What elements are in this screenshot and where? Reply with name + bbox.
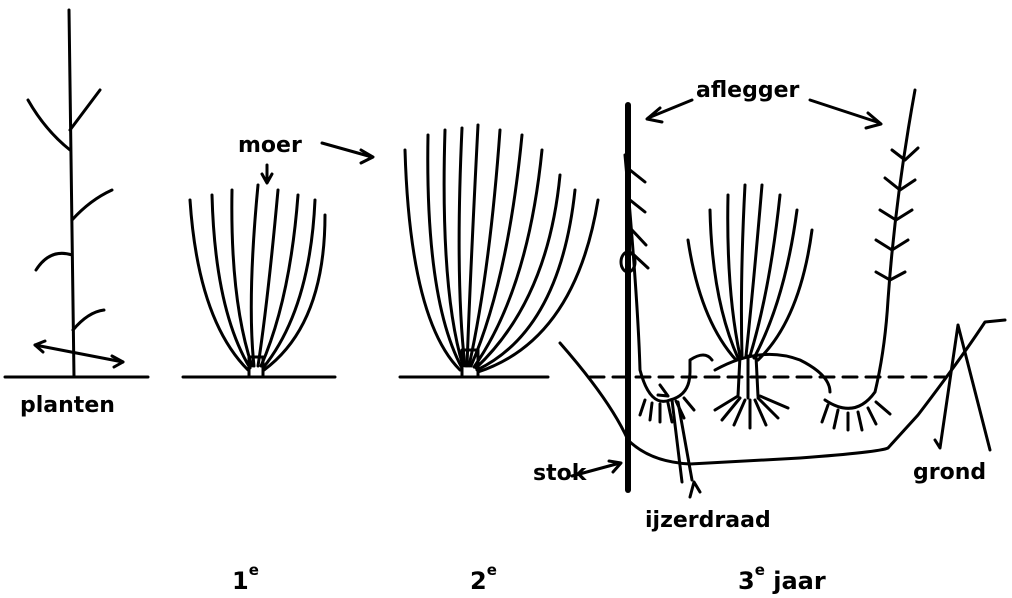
aflegger-arrow-right [810,100,881,128]
small-arrow [658,385,668,396]
grond-label: grond [913,462,986,484]
moer-label: moer [238,135,302,157]
moer-arrow-down [262,165,272,183]
right-layer-shoot [825,90,915,408]
stage-3-word: jaar [773,567,825,595]
stage-2-label: 2e [470,569,497,593]
shoot [459,128,465,366]
aflegger-label: aflegger [696,80,799,102]
mother-plant-year-1 [183,165,335,377]
planten-label: planten [20,395,115,417]
middle-shoot [741,185,745,356]
plant-seedling [5,10,148,377]
ijzerdraad-label: ijzerdraad [645,510,771,532]
aflegger-arrow-left [647,100,692,122]
seedling-branch [28,100,70,150]
shoot [251,185,258,366]
left-layer-shoot [625,155,712,401]
stage-3-label: 3e jaar [738,569,826,593]
shoot [258,190,278,366]
middle-shoot [710,210,738,358]
moer-arrow-right [322,143,373,163]
seedling-branch [73,310,104,330]
mound-top [715,354,830,392]
grond-pointer [935,325,990,450]
double-arrow [35,345,123,362]
ijzerdraad-arrow [690,482,700,497]
layering-year-3 [560,90,1005,497]
seedling-stem [69,10,74,377]
middle-roots [715,396,788,428]
stok-label: stok [533,463,586,485]
mother-plant-year-2 [322,125,598,377]
seedling-branch [72,190,112,220]
middle-shoot [746,185,762,356]
seedling-branch [36,253,72,270]
stage-1-label: 1e [232,569,259,593]
seedling-branch [70,90,100,130]
